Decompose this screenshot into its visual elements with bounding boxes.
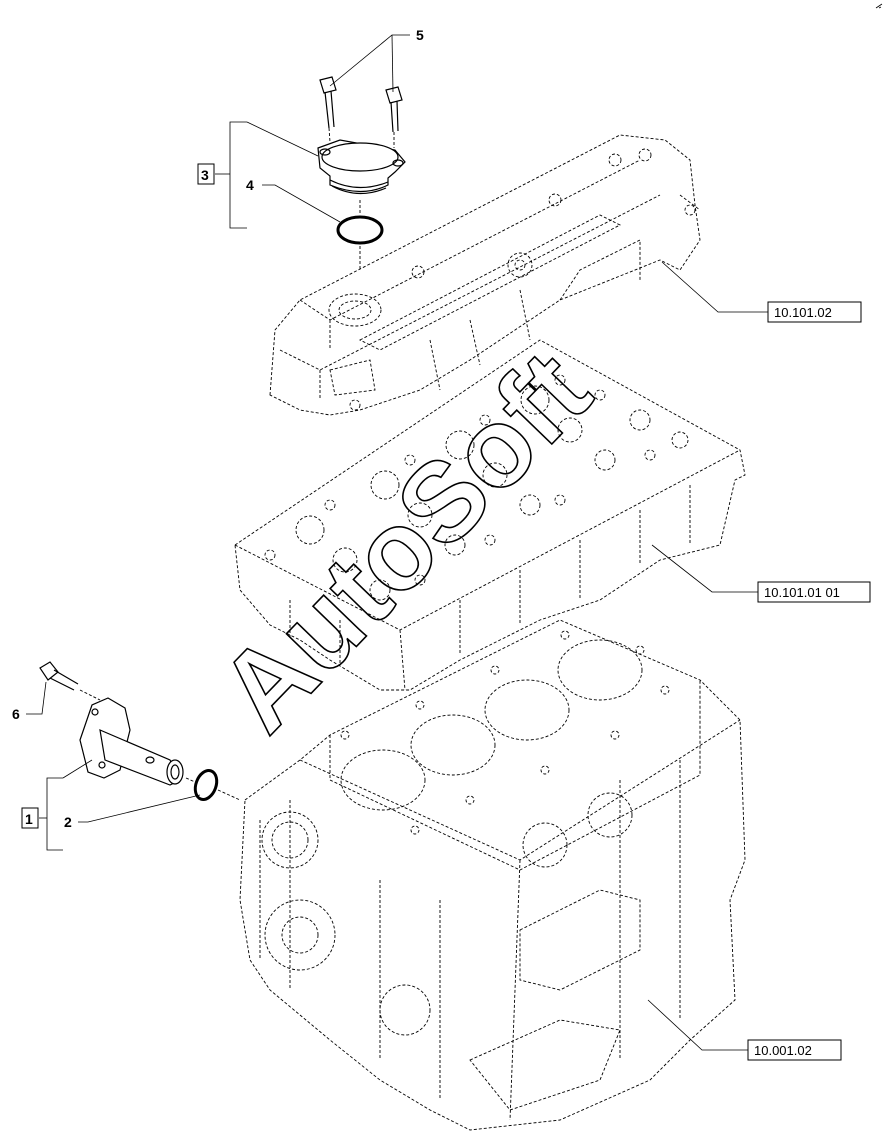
- bolt-6: [39, 661, 79, 691]
- callout-1: 1: [25, 811, 33, 827]
- breather-tube: [79, 697, 184, 786]
- ref-valve-cover: 10.101.02: [774, 305, 832, 320]
- o-ring-4: [336, 215, 384, 245]
- ref-box-valve-cover: [767, 301, 862, 323]
- ref-cylinder-head: 10.101.01 01: [764, 585, 840, 600]
- callout-2: 2: [64, 814, 72, 830]
- callout-6: 6: [12, 706, 20, 722]
- callout-5: 5: [416, 27, 424, 43]
- filler-cap: [317, 139, 406, 195]
- callout-3-box: [197, 163, 215, 185]
- engine-block-drawing: [239, 619, 746, 1131]
- valve-cover-drawing: [269, 134, 701, 416]
- corner-mark: [875, 3, 883, 9]
- cylinder-head-drawing: [234, 339, 746, 691]
- leader-lines: [26, 34, 768, 1051]
- callout-1-box: [21, 807, 39, 829]
- callout-4: 4: [246, 177, 254, 193]
- ref-box-engine-block: [747, 1039, 842, 1061]
- ref-engine-block: 10.001.02: [754, 1043, 812, 1058]
- ref-box-cylinder-head: [757, 581, 871, 603]
- washer-2: [193, 768, 219, 802]
- callout-3: 3: [201, 167, 209, 183]
- bolt-5-right: [385, 86, 403, 133]
- bolt-5-left: [319, 76, 337, 129]
